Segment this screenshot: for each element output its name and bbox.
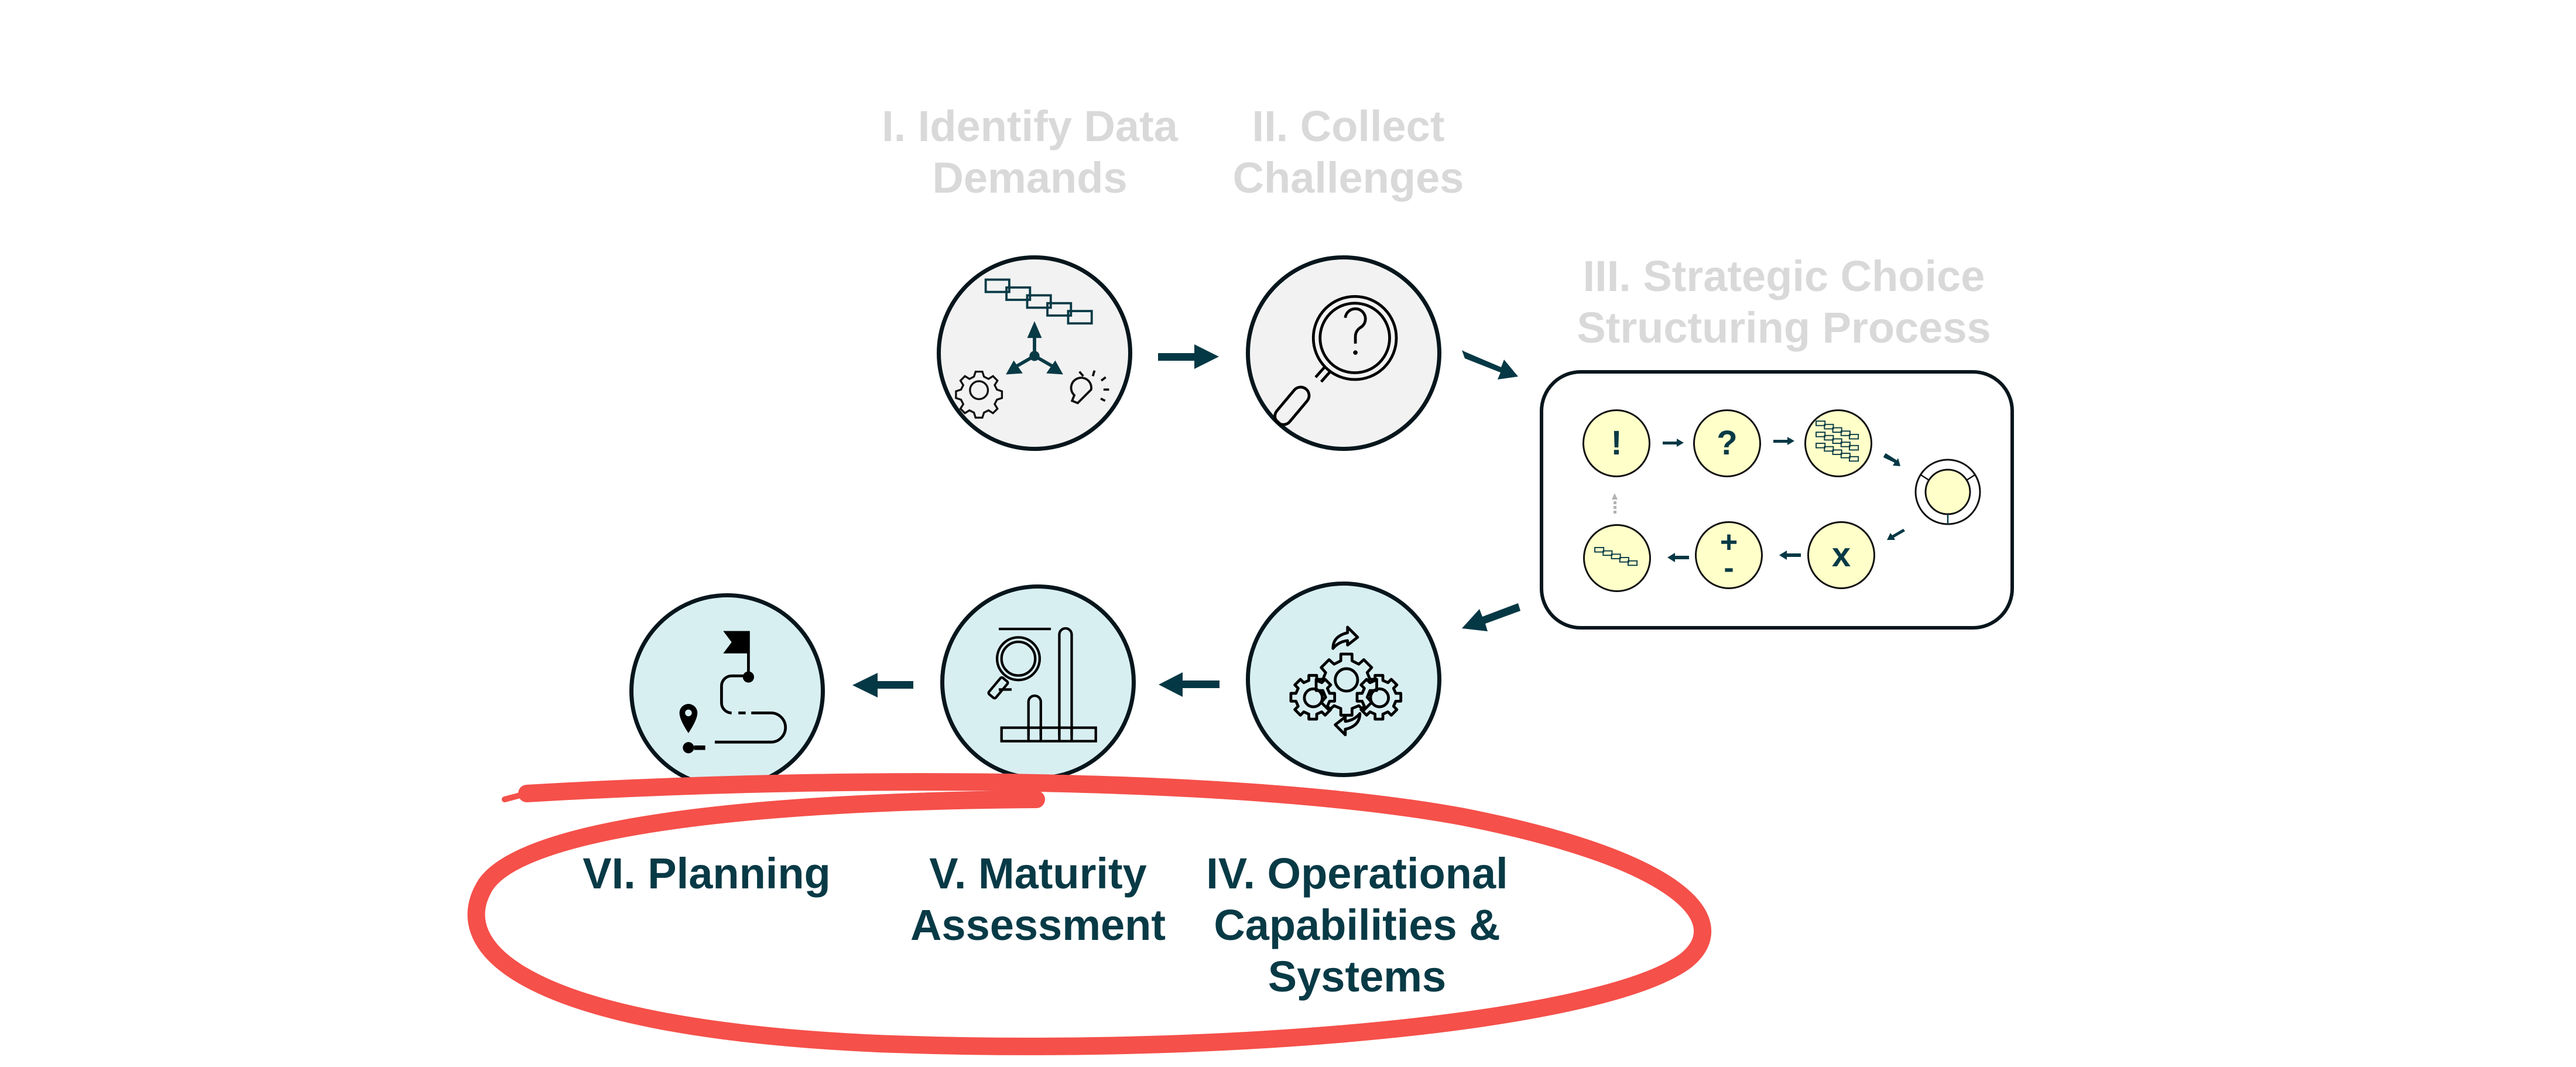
stage-v-circle[interactable] xyxy=(940,584,1136,780)
stage-i-title: I. Identify Data Demands xyxy=(882,102,1178,202)
sequence-icon xyxy=(1594,547,1638,566)
arrow-down-right-icon xyxy=(1462,350,1518,379)
stage-i-circle[interactable] xyxy=(937,255,1132,451)
arrow-left-icon xyxy=(852,673,913,697)
option-grid-icon xyxy=(1815,420,1859,462)
plus-minus-node: + - xyxy=(1695,521,1763,589)
arrow-down-left-icon xyxy=(1462,603,1520,631)
flag-icon xyxy=(723,631,749,654)
stage-vi-circle[interactable] xyxy=(629,593,825,789)
roadmap-icon xyxy=(679,631,787,754)
gears-icon xyxy=(1289,625,1403,737)
stage-iv-title: IV. Operational Capabilities & Systems xyxy=(1206,849,1508,1001)
question-node: ? xyxy=(1693,409,1761,477)
stage-iii-title: III. Strategic Choice Structuring Proces… xyxy=(1577,252,1991,352)
stage-ii-title: II. Collect Challenges xyxy=(1232,102,1464,202)
stage-iv-circle[interactable] xyxy=(1246,582,1441,777)
exclamation-node: ! xyxy=(1582,409,1650,477)
cross-node: x xyxy=(1807,521,1875,589)
location-pin-icon xyxy=(679,704,698,733)
arrow-right-icon xyxy=(1158,344,1219,369)
option-grid-node xyxy=(1804,409,1872,477)
process-flow-icon xyxy=(955,278,1109,419)
sequence-node xyxy=(1583,524,1651,592)
analytics-chart-icon xyxy=(987,627,1097,743)
lightbulb-icon xyxy=(1070,370,1109,405)
ring-node xyxy=(1914,459,1981,525)
gear-icon xyxy=(955,370,1003,419)
ring-icon xyxy=(1914,459,1981,525)
stage-vi-title: VI. Planning xyxy=(583,849,831,898)
arrow-left-icon xyxy=(1159,672,1220,697)
stage-v-title: V. Maturity Assessment xyxy=(910,849,1166,949)
stage-ii-circle[interactable] xyxy=(1246,255,1441,451)
magnifier-question-icon xyxy=(1273,295,1398,426)
